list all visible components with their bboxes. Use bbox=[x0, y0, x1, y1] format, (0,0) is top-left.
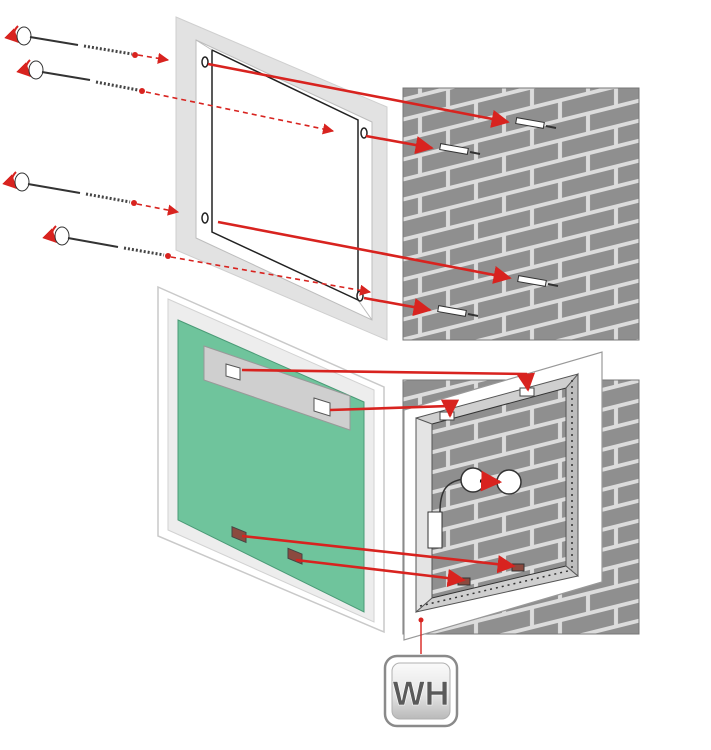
hole-to-plug-arrows bbox=[207, 62, 512, 317]
screwdriver-icon bbox=[42, 225, 171, 259]
screwdriver-set bbox=[2, 25, 171, 259]
wall-plug-icon bbox=[517, 275, 559, 287]
mirror-panel bbox=[157, 285, 385, 634]
screw-icon bbox=[123, 246, 171, 259]
top-brick-wall bbox=[402, 87, 640, 341]
screw-insert-arrows bbox=[136, 52, 372, 296]
mount-hole-top-left bbox=[201, 56, 209, 68]
top-wall-plugs bbox=[437, 117, 559, 317]
badge-text: WH bbox=[393, 675, 450, 713]
wall-plug-icon bbox=[515, 117, 557, 129]
mount-hole-bottom-left bbox=[201, 212, 209, 224]
screwdriver-icon bbox=[16, 59, 145, 94]
screwdriver-icon bbox=[2, 171, 137, 206]
panel-to-frame-arrows bbox=[241, 368, 535, 588]
wall-plug-icon bbox=[439, 143, 481, 155]
badge-leader-line bbox=[418, 617, 424, 654]
wh-badge: WH bbox=[383, 654, 459, 728]
screwdriver-icon bbox=[4, 25, 138, 58]
mount-hole-top-right bbox=[360, 127, 368, 139]
mount-hole-bottom-right bbox=[356, 290, 364, 302]
screw-icon bbox=[95, 80, 145, 94]
wall-plug-icon bbox=[437, 305, 479, 317]
frame-top-clip-left bbox=[439, 411, 455, 421]
power-cable-icon bbox=[427, 467, 522, 549]
screw-icon bbox=[83, 44, 138, 58]
top-mounting-frame bbox=[175, 16, 388, 341]
hanger-bracket bbox=[203, 345, 351, 431]
screw-icon bbox=[85, 192, 137, 206]
mounted-frame bbox=[403, 351, 603, 641]
